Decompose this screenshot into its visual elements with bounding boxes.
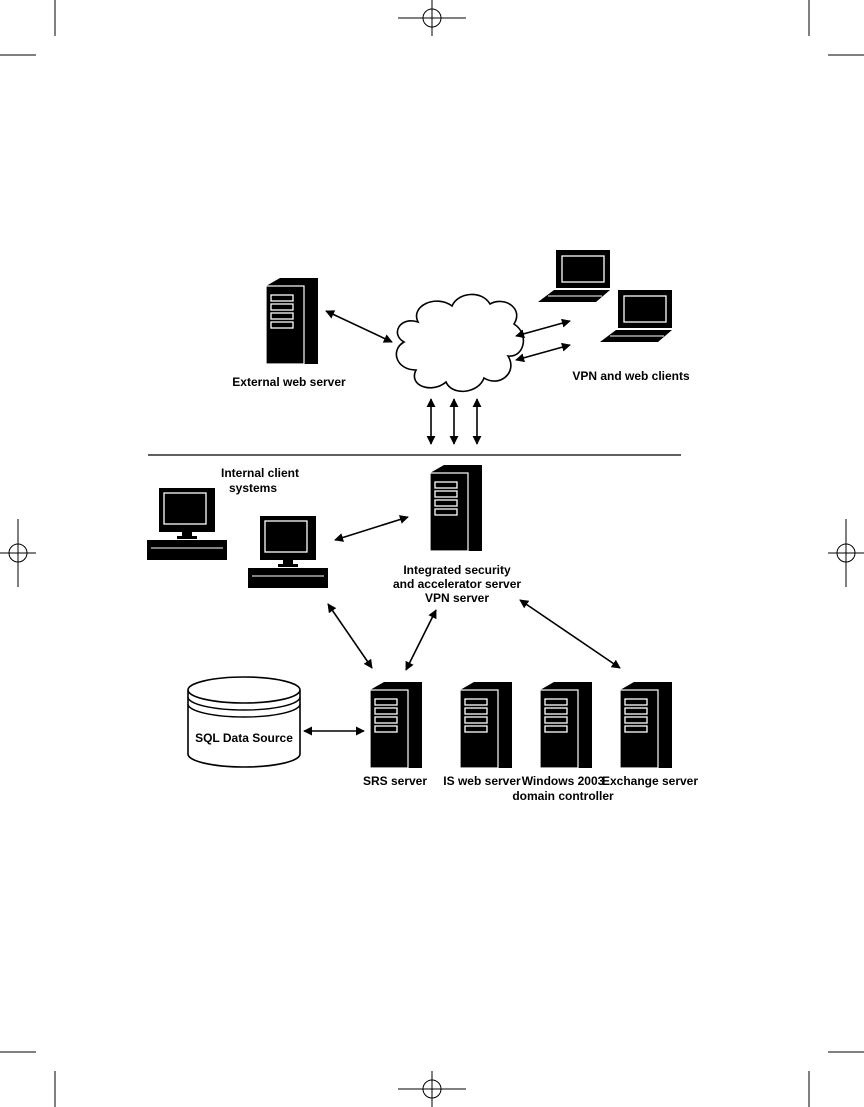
server-icon <box>539 681 593 769</box>
iis-web-server-label: IS web server <box>443 774 521 788</box>
external-web-server: External web server <box>232 277 346 389</box>
sql-data-source-label: SQL Data Source <box>195 731 293 745</box>
domain-controller-label-line2: domain controller <box>512 789 614 803</box>
registration-mark-right <box>828 519 864 587</box>
isa-label-line3: VPN server <box>425 591 489 605</box>
server-icon <box>265 277 319 365</box>
internet-cloud <box>395 293 525 393</box>
registration-mark-bottom <box>398 1071 466 1107</box>
vpn-web-clients-label: VPN and web clients <box>572 369 690 383</box>
isa-label-line2: and accelerator server <box>393 577 521 591</box>
srs-server: SRS server <box>363 681 427 788</box>
server-icon <box>619 681 673 769</box>
arrow-cloud-to-laptop-1 <box>515 318 571 339</box>
external-web-server-label: External web server <box>232 375 346 389</box>
laptop-icon <box>537 249 611 303</box>
laptop-icon <box>599 289 673 343</box>
server-icon <box>459 681 513 769</box>
internal-client-systems: Internal client systems <box>146 466 329 589</box>
arrow-isa-to-srs <box>405 609 437 671</box>
connections <box>303 310 621 736</box>
arrow-cloud-to-laptop-2 <box>515 342 571 363</box>
arrow-isa-to-exchange <box>519 599 621 669</box>
server-icon <box>429 464 483 552</box>
isa-label-line1: Integrated security <box>403 563 511 577</box>
iis-web-server: IS web server <box>443 681 521 788</box>
isa-vpn-server: Integrated security and accelerator serv… <box>393 464 521 605</box>
internal-clients-label-line1: Internal client <box>221 466 299 480</box>
exchange-server: Exchange server <box>602 681 698 788</box>
desktop-icon <box>247 515 329 589</box>
internal-clients-label-line2: systems <box>229 481 277 495</box>
domain-controller: Windows 2003 domain controller <box>512 681 614 803</box>
arrow-client-to-isa <box>334 515 409 542</box>
desktop-icon <box>146 487 228 561</box>
domain-controller-label-line1: Windows 2003 <box>522 774 605 788</box>
arrow-client-to-srs <box>327 603 373 669</box>
server-icon <box>369 681 423 769</box>
registration-mark-left <box>0 519 36 587</box>
registration-mark-top <box>398 0 466 36</box>
exchange-server-label: Exchange server <box>602 774 698 788</box>
arrow-external-server-to-cloud <box>325 310 393 343</box>
sql-data-source: SQL Data Source <box>187 676 301 768</box>
srs-server-label: SRS server <box>363 774 427 788</box>
vpn-web-clients: VPN and web clients <box>537 249 690 383</box>
